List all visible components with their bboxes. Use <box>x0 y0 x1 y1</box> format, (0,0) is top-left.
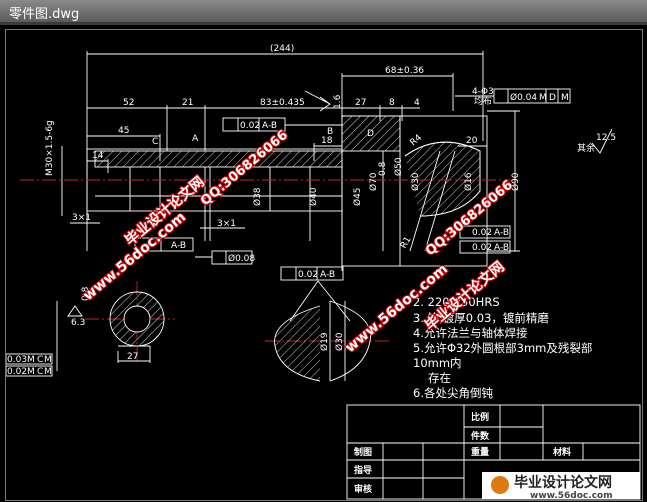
note-3: 3. 铬,镀厚0.03，镀前精磨 <box>413 311 549 325</box>
cad-drawing: (244) 68±0.36 52 21 83±0.435 27 8 4 45 1… <box>6 44 641 500</box>
position-m2: M <box>561 93 569 103</box>
runout-5-ref: A-B <box>171 241 186 251</box>
holes-note: 均布 <box>474 95 492 107</box>
watermark-site-1: www.56doc.com <box>80 209 189 304</box>
roughness-symbol <box>67 305 83 317</box>
cell-material: 材料 <box>552 446 571 458</box>
datum-c: C <box>152 137 158 147</box>
runout-1-ref: A-B <box>262 121 277 131</box>
position-m: M <box>539 93 547 103</box>
dim-dia90: Ø90 <box>510 172 521 191</box>
left-fcf-2-m2: M <box>44 367 52 377</box>
dim-52: 52 <box>123 98 134 108</box>
dim-21: 21 <box>182 98 193 108</box>
dim-dia45: Ø45 <box>352 187 363 206</box>
runout-2-ref: A-B <box>320 270 335 280</box>
cell-quantity: 件数 <box>471 430 490 442</box>
cell-weight: 重量 <box>471 446 489 458</box>
runout-3-value: 0.02 <box>472 228 492 238</box>
dim-thread: M30×1.5-6g <box>45 120 55 176</box>
watermark-qq-1: QQ:306826066 <box>198 128 291 209</box>
runout-4-value: 0.02 <box>472 243 492 253</box>
dim-68: 68±0.36 <box>385 66 424 76</box>
note-4: 4.允许法兰与轴体焊接 <box>413 326 528 340</box>
dim-27: 27 <box>355 98 366 108</box>
left-fcf-2-m: M <box>27 367 35 377</box>
dim-r4: R4 <box>409 133 425 149</box>
dim-14: 14 <box>92 151 104 161</box>
note-5-cont2: 存在 <box>428 371 451 385</box>
runout-1-value: 0.02 <box>240 121 260 131</box>
left-fcf-1-value: 0.03 <box>7 355 27 365</box>
roughness-6-3: 6.3 <box>71 318 85 328</box>
roughness-symbol <box>591 128 613 154</box>
dim-dia40: Ø40 <box>308 187 319 206</box>
dim-18: 18 <box>321 136 333 146</box>
dim-dia19: Ø19 <box>319 332 330 351</box>
left-fcf-1-ref: C <box>37 355 43 365</box>
dim-20: 20 <box>466 136 478 146</box>
datum-a: A <box>192 134 199 144</box>
partial-view <box>274 280 371 382</box>
dim-overall: (244) <box>270 44 294 54</box>
logo-ball-icon <box>491 476 509 494</box>
dim-dia30: Ø30 <box>410 172 421 191</box>
logo-url: www.56doc.com <box>530 491 613 500</box>
position-value: Ø0.04 <box>510 92 537 103</box>
logo-name: 毕业设计论文网 <box>514 474 612 491</box>
dim-dia30-view: Ø30 <box>334 332 345 351</box>
dim-dia16: Ø16 <box>463 172 474 191</box>
cell-drawn: 制图 <box>354 446 372 458</box>
roughness-12-5: 12.5 <box>596 133 616 143</box>
note-6: 6.各处尖角倒钝 <box>413 386 493 400</box>
coaxiality-value: Ø0.08 <box>228 253 255 264</box>
runout-3-ref: A-B <box>494 228 509 238</box>
dim-dia70: Ø70 <box>368 172 379 191</box>
position-ref: D <box>549 93 556 103</box>
runout-2-value: 0.02 <box>298 270 318 280</box>
note-2: 2. 220-250HRS <box>413 295 500 309</box>
left-fcf-2-ref: C <box>37 367 43 377</box>
drawing-canvas[interactable]: (244) 68±0.36 52 21 83±0.435 27 8 4 45 1… <box>5 29 643 501</box>
dim-83: 83±0.435 <box>260 98 305 108</box>
dim-chamfer-2: 3×1 <box>217 219 236 229</box>
roughness-0-8-b: 0.8 <box>81 286 91 301</box>
dim-dia50: Ø50 <box>393 157 404 176</box>
dim-dia38: Ø38 <box>252 187 263 206</box>
section-view <box>109 291 165 363</box>
roughness-1-6: 1.6 <box>333 94 343 109</box>
datum-d: D <box>367 129 374 139</box>
note-5: 5.允许Φ32外圆根部3mm及残裂部 <box>413 341 592 355</box>
dim-4: 4 <box>414 98 420 108</box>
dim-27-section: 27 <box>127 352 138 362</box>
dim-r1: R1 <box>399 235 414 250</box>
cell-review: 审核 <box>354 483 372 495</box>
roughness-0-8-a: 0.8 <box>378 161 388 176</box>
dim-45: 45 <box>118 126 129 136</box>
roughness-rest: 其余 <box>577 142 595 154</box>
holes-label: 4-Φ3 <box>472 87 494 97</box>
left-fcf-2-value: 0.02 <box>7 367 27 377</box>
left-fcf-1-m2: M <box>44 355 52 365</box>
site-logo: 毕业设计论文网 www.56doc.com <box>482 472 640 500</box>
window-title-bar: 零件图.dwg <box>0 0 647 25</box>
left-fcf-1-m: M <box>27 355 35 365</box>
dim-8: 8 <box>389 98 395 108</box>
tolerance-frames <box>6 88 571 377</box>
cell-scale: 比例 <box>471 411 489 423</box>
cell-guide: 指导 <box>354 464 372 476</box>
window-title: 零件图.dwg <box>9 7 80 22</box>
flange <box>341 115 488 267</box>
technical-notes: 2. 220-250HRS 3. 铬,镀厚0.03，镀前精磨 4.允许法兰与轴体… <box>413 295 592 400</box>
runout-4-ref: A-B <box>494 243 509 253</box>
datum-b: B <box>327 127 333 137</box>
roughness-symbol <box>304 90 331 112</box>
note-5-cont: 10mm内 <box>413 356 462 370</box>
dim-chamfer-1: 3×1 <box>72 213 91 223</box>
